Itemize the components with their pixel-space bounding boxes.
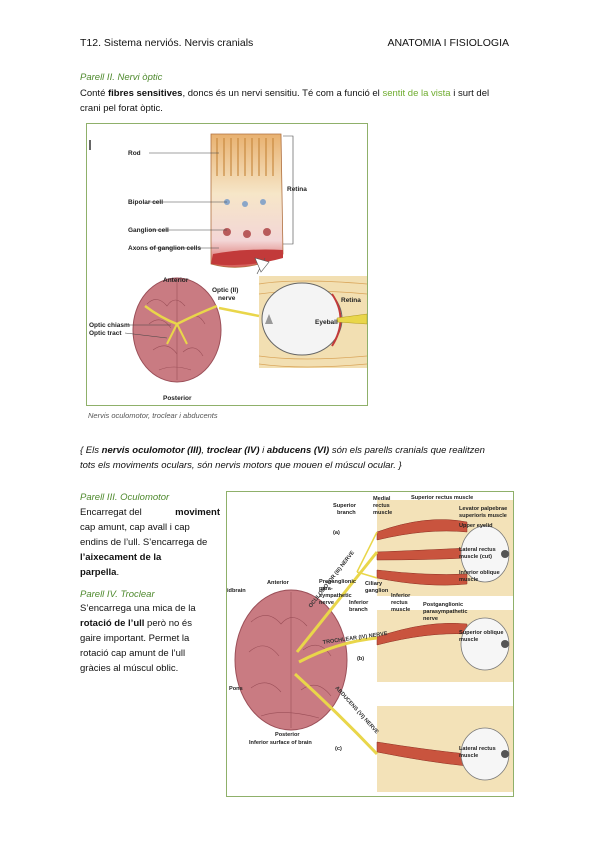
label-preganglionic-3: sympathetic: [319, 593, 352, 599]
eye-muscle-nerves-illustration: OCULOMOTOR (III) NERVE TROCHLEAR (IV) NE…: [227, 495, 513, 792]
text: S’encarrega una mica de la: [80, 603, 196, 614]
label-pons: Pons: [229, 686, 243, 692]
label-postganglionic-2: parasympathetic: [423, 609, 467, 615]
text: gaire important. Permet la: [80, 633, 190, 644]
label-eyeball: Eyeball: [315, 319, 338, 326]
label-anterior: Anterior: [267, 580, 290, 586]
text-bold: moviment: [175, 507, 220, 518]
text-bold: nervis oculomotor (III): [101, 445, 202, 456]
label-posterior: Posterior: [163, 395, 192, 402]
label-inferior-rectus-2: rectus: [391, 600, 408, 606]
label-optic-tract: Optic tract: [89, 330, 122, 337]
label-preganglionic-1: Preganglionic: [319, 579, 356, 585]
text: són els parells cranials que realitzen: [329, 445, 485, 456]
label-anterior: Anterior: [163, 277, 189, 284]
label-preganglionic-2: para-: [319, 586, 333, 592]
label-panel-b: (b): [357, 656, 364, 662]
label-inferior-rectus-1: Inferior: [391, 593, 411, 599]
label-postganglionic-3: nerve: [423, 616, 438, 622]
label-medial-rectus-1: Medial: [373, 496, 391, 502]
label-superior-branch-2: branch: [337, 510, 356, 516]
label-axons: Axons of ganglion cells: [128, 245, 201, 252]
text: i: [259, 445, 267, 456]
text: gràcies al múscul oblic.: [80, 663, 179, 674]
label-lateral-rectus-1: Lateral rectus: [459, 746, 496, 752]
label-retina-eyeball: Retina: [341, 297, 361, 304]
text-bold: rotació de l’ull: [80, 618, 145, 629]
figure-caption: Nervis oculomotor, troclear i abducents: [88, 411, 218, 420]
label-superior-oblique-2: muscle: [459, 637, 478, 643]
section-title-optic: Parell II. Nervi òptic: [80, 72, 163, 83]
label-inferior-oblique-2: muscle: [459, 577, 478, 583]
label-inferior-oblique-1: Inferior oblique: [459, 570, 500, 576]
label-preganglionic-4: nerve: [319, 600, 334, 606]
label-upper-eyelid: Upper eyelid: [459, 523, 493, 529]
label-optic-nerve-1: Optic (II): [212, 287, 238, 294]
label-postganglionic-1: Postganglionic: [423, 602, 463, 608]
label-medial-rectus-3: muscle: [373, 510, 392, 516]
label-lateral-rectus-2: muscle: [459, 753, 478, 759]
label-posterior: Posterior: [275, 732, 300, 738]
label-midbrain: idbrain: [227, 588, 246, 594]
label-ciliary-2: ganglion: [365, 588, 389, 594]
label-inferior-surface: Inferior surface of brain: [249, 740, 312, 746]
text-bold: l’aixecament de la: [80, 552, 162, 563]
label-retina: Retina: [287, 186, 307, 193]
text: però no és: [144, 618, 192, 629]
optic-nerve-illustration: Rod Retina Bipolar cell Ganglion cell Ax…: [89, 133, 367, 402]
label-levator-1: Levator palpebrae: [459, 506, 507, 512]
section-title-trochlear: Parell IV. Troclear: [80, 589, 155, 600]
label-inferior-rectus-3: muscle: [391, 607, 410, 613]
label-lateral-rectus-cut-2: muscle (cut): [459, 554, 492, 560]
label-ganglion-cell: Ganglion cell: [128, 227, 169, 234]
text: , doncs és un nervi sensitiu. Té com a f…: [182, 88, 383, 99]
label-superior-oblique-1: Superior oblique: [459, 630, 503, 636]
label-abducens-nerve: ABDUCENS (VI) NERVE: [334, 685, 380, 735]
label-bipolar-cell: Bipolar cell: [128, 199, 163, 206]
text: Conté: [80, 88, 108, 99]
label-optic-chiasm: Optic chiasm: [89, 322, 130, 329]
label-superior-rectus: Superior rectus muscle: [411, 495, 473, 501]
figure-eye-muscles: OCULOMOTOR (III) NERVE TROCHLEAR (IV) NE…: [226, 491, 514, 797]
text: Encarregat del: [80, 507, 142, 518]
section-trochlear-text: S’encarrega una mica de la rotació de l’…: [80, 601, 218, 676]
text: cap amunt, cap avall i cap: [80, 522, 190, 533]
header-title: T12. Sistema nerviós. Nervis cranials: [80, 37, 254, 49]
text-bold: abducens (VI): [266, 445, 330, 456]
text: i surt del: [450, 88, 490, 99]
text: crani pel forat òptic.: [80, 103, 163, 114]
text-bold: parpella: [80, 567, 117, 578]
text: { Els: [80, 445, 102, 456]
text-highlight: sentit de la vista: [382, 88, 451, 99]
text: endins de l’ull. S’encarrega de: [80, 537, 208, 548]
label-ciliary-1: Ciliary: [365, 581, 383, 587]
section-oculomotor-text: Encarregat del moviment cap amunt, cap a…: [80, 505, 220, 580]
text-bold: troclear (IV): [206, 445, 260, 456]
intro-paragraph: { Els nervis oculomotor (III), troclear …: [80, 443, 520, 473]
label-panel-c: (c): [335, 746, 342, 752]
label-optic-nerve-2: nerve: [218, 295, 236, 302]
text: .: [116, 567, 120, 578]
text: rotació cap amunt de l’ull: [80, 648, 186, 659]
text: tots els moviments oculars, són nervis m…: [80, 460, 402, 471]
section-optic-text: Conté fibres sensitives, doncs és un ner…: [80, 86, 520, 116]
label-inferior-branch-2: branch: [349, 607, 368, 613]
label-levator-2: superioris muscle: [459, 513, 507, 519]
label-lateral-rectus-cut-1: Lateral rectus: [459, 547, 496, 553]
label-rod: Rod: [128, 150, 141, 157]
label-inferior-branch-1: Inferior: [349, 600, 369, 606]
header-subject: ANATOMIA I FISIOLOGIA: [387, 37, 509, 49]
text: ,: [201, 445, 207, 456]
label-medial-rectus-2: rectus: [373, 503, 390, 509]
label-superior-branch-1: Superior: [333, 503, 357, 509]
figure-optic-nerve: Rod Retina Bipolar cell Ganglion cell Ax…: [86, 123, 368, 406]
section-title-oculomotor: Parell III. Oculomotor: [80, 492, 170, 503]
text-bold: fibres sensitives: [108, 88, 183, 99]
label-panel-a: (a): [333, 530, 340, 536]
